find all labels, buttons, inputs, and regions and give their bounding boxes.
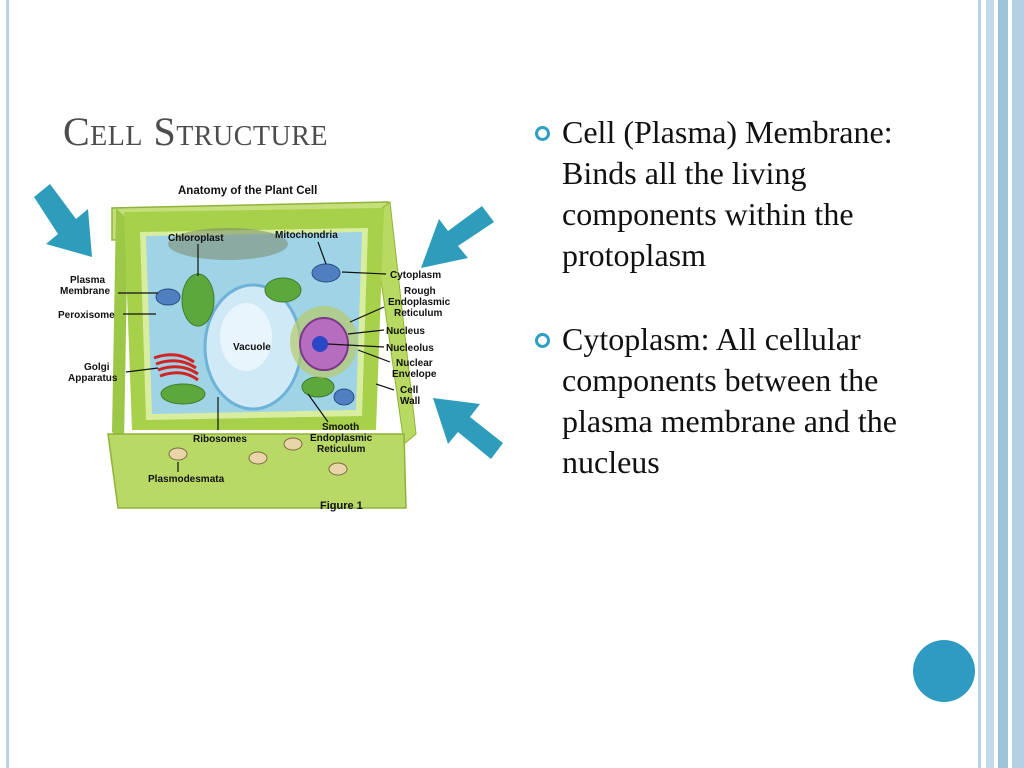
label-cytoplasm: Cytoplasm: [390, 270, 441, 281]
nucleus-shape: [290, 306, 358, 378]
bullet-ring-icon: [535, 333, 550, 348]
label-smooth-er-3: Reticulum: [317, 444, 365, 455]
label-rough-er-3: Reticulum: [394, 308, 442, 319]
label-plasma-membrane-2: Membrane: [60, 286, 110, 297]
label-smooth-er-2: Endoplasmic: [310, 433, 373, 444]
figure-caption: Figure 1: [320, 500, 363, 512]
bullet-text: Cell (Plasma) Membrane: Binds all the li…: [562, 114, 893, 273]
label-nuclear-envelope-2: Envelope: [392, 369, 437, 380]
arrow-pointer-icon: [421, 206, 494, 268]
left-border-line: [6, 0, 9, 768]
border-stripe: [978, 0, 981, 768]
bullet-ring-icon: [535, 126, 550, 141]
label-nucleolus: Nucleolus: [386, 343, 434, 354]
label-vacuole: Vacuole: [233, 342, 271, 353]
label-chloroplast: Chloroplast: [168, 233, 224, 244]
border-stripe: [1012, 0, 1024, 768]
plasmodesmata-shape: [168, 437, 348, 476]
label-smooth-er: Smooth: [322, 422, 359, 433]
bullet-item: Cell (Plasma) Membrane: Binds all the li…: [532, 112, 912, 276]
label-cell-wall-2: Wall: [400, 396, 420, 407]
label-plasma-membrane: Plasma: [70, 275, 105, 286]
label-mitochondria: Mitochondria: [275, 230, 338, 241]
figure-heading: Anatomy of the Plant Cell: [178, 185, 317, 197]
label-nuclear-envelope: Nuclear: [396, 358, 433, 369]
border-stripe: [986, 0, 994, 768]
leader-lines: [118, 241, 395, 472]
arrow-pointer-icon: [433, 398, 503, 459]
plant-cell-figure: Anatomy of the Plant Cell Chloroplast Mi…: [34, 184, 503, 512]
bullet-list: Cell (Plasma) Membrane: Binds all the li…: [532, 112, 912, 526]
bullet-text: Cytoplasm: All cellular components betwe…: [562, 321, 897, 480]
mitochondria-shape: [311, 263, 341, 283]
label-rough-er: Rough: [404, 286, 436, 297]
arrow-pointer-icon: [34, 184, 92, 257]
label-ribosomes: Ribosomes: [193, 434, 247, 445]
label-golgi: Golgi: [84, 362, 110, 373]
chloroplast-shape: [181, 273, 215, 327]
right-border-stripes: [978, 0, 1024, 768]
label-golgi-2: Apparatus: [68, 373, 118, 384]
label-cell-wall: Cell: [400, 385, 419, 396]
label-nucleus: Nucleus: [386, 326, 425, 337]
label-rough-er-2: Endoplasmic: [388, 297, 451, 308]
slide-title: Cell Structure: [63, 109, 329, 154]
label-peroxisome: Peroxisome: [58, 310, 115, 321]
border-stripe: [998, 0, 1008, 768]
label-plasmodesmata: Plasmodesmata: [148, 474, 225, 485]
decorative-circle: [913, 640, 975, 702]
bullet-item: Cytoplasm: All cellular components betwe…: [532, 319, 912, 483]
golgi-shape: [153, 353, 199, 382]
